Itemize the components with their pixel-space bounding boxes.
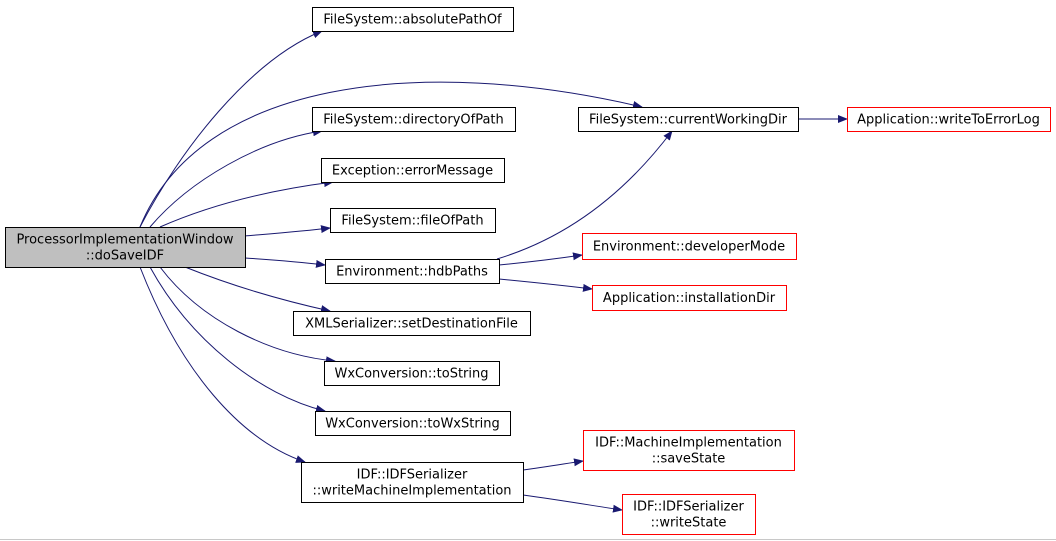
node-box-setDestinationFile [293, 311, 531, 336]
node-installationDir[interactable]: Application::installationDir [592, 285, 787, 311]
node-errorMessage[interactable]: Exception::errorMessage [321, 158, 505, 183]
node-label-writeState: ::writeState [651, 516, 727, 531]
node-label-directoryOfPath: FileSystem::directoryOfPath [323, 113, 504, 128]
edge-root-to-currentWorkingDir [139, 81, 643, 228]
node-label-writeState: IDF::IDFSerializer [633, 500, 744, 515]
edge-hdbPaths-to-currentWorkingDir [496, 130, 673, 260]
node-label-saveState: ::saveState [652, 452, 726, 467]
node-label-saveState: IDF::MachineImplementation [595, 436, 782, 451]
node-directoryOfPath[interactable]: FileSystem::directoryOfPath [312, 107, 516, 132]
node-box-absolutePathOf [312, 7, 514, 32]
node-currentWorkingDir[interactable]: FileSystem::currentWorkingDir [578, 107, 799, 132]
node-toString[interactable]: WxConversion::toString [324, 361, 500, 386]
node-label-writeMachineImplementation: IDF::IDFSerializer [357, 468, 468, 483]
node-root[interactable]: ProcessorImplementationWindow::doSaveIDF [5, 227, 246, 268]
node-label-root: ::doSaveIDF [86, 249, 164, 264]
node-box-installationDir [592, 285, 787, 311]
edge-root-to-fileOfPath [244, 225, 331, 237]
node-hdbPaths[interactable]: Environment::hdbPaths [325, 259, 500, 284]
node-label-root: ProcessorImplementationWindow [16, 233, 233, 248]
node-box-developerMode [582, 233, 797, 260]
node-writeState[interactable]: IDF::IDFSerializer::writeState [622, 494, 756, 535]
node-label-errorMessage: Exception::errorMessage [332, 164, 493, 179]
edge-root-to-hdbPaths [244, 257, 326, 268]
node-label-setDestinationFile: XMLSerializer::setDestinationFile [305, 317, 518, 332]
node-box-directoryOfPath [312, 107, 516, 132]
node-box-errorMessage [321, 158, 505, 183]
edge-writeMachineImplementation-to-saveState [522, 458, 584, 471]
nodes: ProcessorImplementationWindow::doSaveIDF… [5, 7, 1051, 535]
edge-root-to-errorMessage [159, 179, 334, 228]
node-label-hdbPaths: Environment::hdbPaths [336, 265, 488, 280]
node-label-absolutePathOf: FileSystem::absolutePathOf [323, 13, 502, 28]
edge-hdbPaths-to-developerMode [498, 252, 583, 266]
node-box-currentWorkingDir [578, 107, 799, 132]
node-fileOfPath[interactable]: FileSystem::fileOfPath [330, 208, 496, 233]
edge-root-to-setDestinationFile [184, 266, 331, 313]
node-absolutePathOf[interactable]: FileSystem::absolutePathOf [312, 7, 514, 32]
edges [139, 30, 848, 513]
edge-hdbPaths-to-installationDir [498, 278, 593, 292]
edge-root-to-toString [159, 266, 336, 365]
edge-root-to-toWxString [149, 266, 326, 413]
edge-writeMachineImplementation-to-writeState [522, 494, 623, 513]
node-box-root [5, 227, 246, 268]
node-label-writeToErrorLog: Application::writeToErrorLog [857, 113, 1040, 128]
node-developerMode[interactable]: Environment::developerMode [582, 233, 797, 260]
node-box-toString [324, 361, 500, 386]
node-label-installationDir: Application::installationDir [603, 291, 776, 306]
edge-root-to-absolutePathOf [139, 30, 323, 228]
edge-root-to-directoryOfPath [149, 128, 323, 228]
node-box-writeMachineImplementation [301, 462, 524, 503]
node-label-fileOfPath: FileSystem::fileOfPath [341, 214, 483, 229]
edge-root-to-writeMachineImplementation [139, 266, 306, 463]
node-saveState[interactable]: IDF::MachineImplementation::saveState [583, 430, 795, 471]
node-setDestinationFile[interactable]: XMLSerializer::setDestinationFile [293, 311, 531, 336]
node-box-writeState [622, 494, 756, 535]
node-label-writeMachineImplementation: ::writeMachineImplementation [312, 484, 511, 499]
node-label-currentWorkingDir: FileSystem::currentWorkingDir [589, 113, 788, 128]
bottom-border [0, 539, 1056, 540]
node-box-saveState [583, 430, 795, 471]
node-box-writeToErrorLog [847, 107, 1051, 132]
node-label-toString: WxConversion::toString [334, 367, 488, 382]
node-toWxString[interactable]: WxConversion::toWxString [315, 411, 511, 436]
node-box-fileOfPath [330, 208, 496, 233]
node-box-hdbPaths [325, 259, 500, 284]
node-box-toWxString [315, 411, 511, 436]
node-writeMachineImplementation[interactable]: IDF::IDFSerializer::writeMachineImplemen… [301, 462, 524, 503]
node-label-developerMode: Environment::developerMode [593, 240, 785, 255]
node-label-toWxString: WxConversion::toWxString [325, 417, 500, 432]
node-writeToErrorLog[interactable]: Application::writeToErrorLog [847, 107, 1051, 132]
